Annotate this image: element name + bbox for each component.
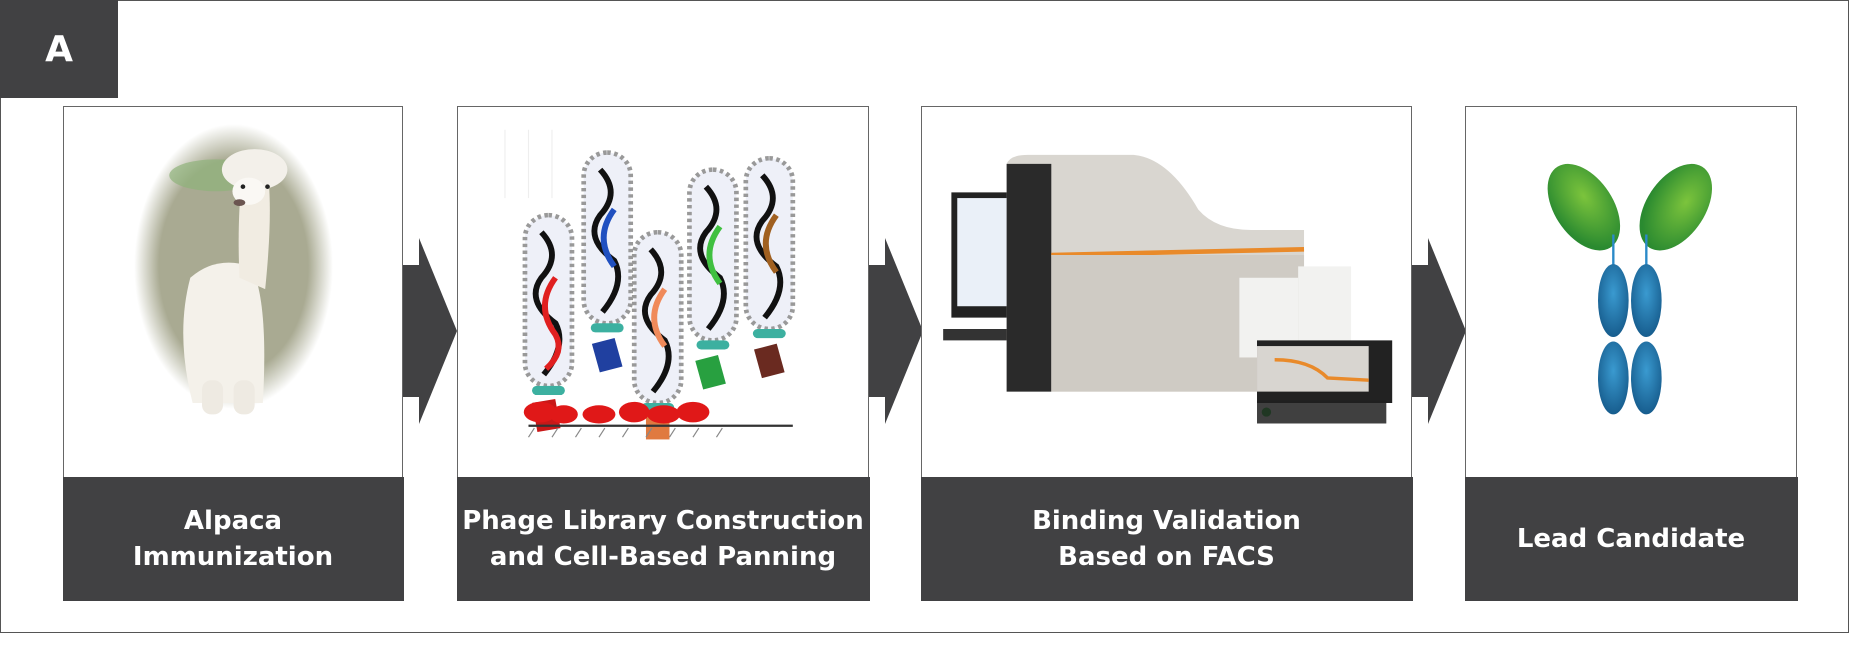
caption-line: and Cell-Based Panning [489, 541, 837, 572]
phage [687, 167, 739, 390]
caption-line: Lead Candidate [1516, 523, 1746, 554]
step-caption: Alpaca Immunization [62, 476, 404, 601]
figure-frame [0, 0, 1849, 633]
phage [522, 212, 575, 433]
step-caption: Phage Library Construction and Cell-Base… [456, 476, 870, 601]
phage-panning-diagram [458, 107, 868, 477]
arrow-right-icon [403, 238, 457, 424]
alpaca-image [64, 107, 402, 477]
caption-line: Alpaca [183, 505, 283, 536]
phage [743, 155, 796, 379]
step-caption: Lead Candidate [1464, 476, 1798, 601]
caption-line: Based on FACS [1058, 541, 1275, 572]
caption-line: Phage Library Construction [462, 505, 864, 536]
panel-label: A [0, 0, 118, 98]
facs-instrument-image [922, 107, 1411, 477]
caption-line: Binding Validation [1032, 505, 1301, 536]
step-alpaca-immunization: Alpaca Immunization [62, 106, 404, 601]
arrow-right-icon [1412, 238, 1466, 424]
target-antigens [523, 401, 710, 424]
caption-line: Immunization [132, 541, 334, 572]
step-caption: Binding Validation Based on FACS [920, 476, 1413, 601]
step-lead-candidate: Lead Candidate [1464, 106, 1798, 601]
antibody-icon [1466, 107, 1796, 477]
step-phage-library: Phage Library Construction and Cell-Base… [456, 106, 870, 601]
phage [581, 150, 634, 373]
arrow-right-icon [869, 238, 923, 424]
panel-label-text: A [45, 28, 73, 70]
step-binding-validation: Binding Validation Based on FACS [920, 106, 1413, 601]
